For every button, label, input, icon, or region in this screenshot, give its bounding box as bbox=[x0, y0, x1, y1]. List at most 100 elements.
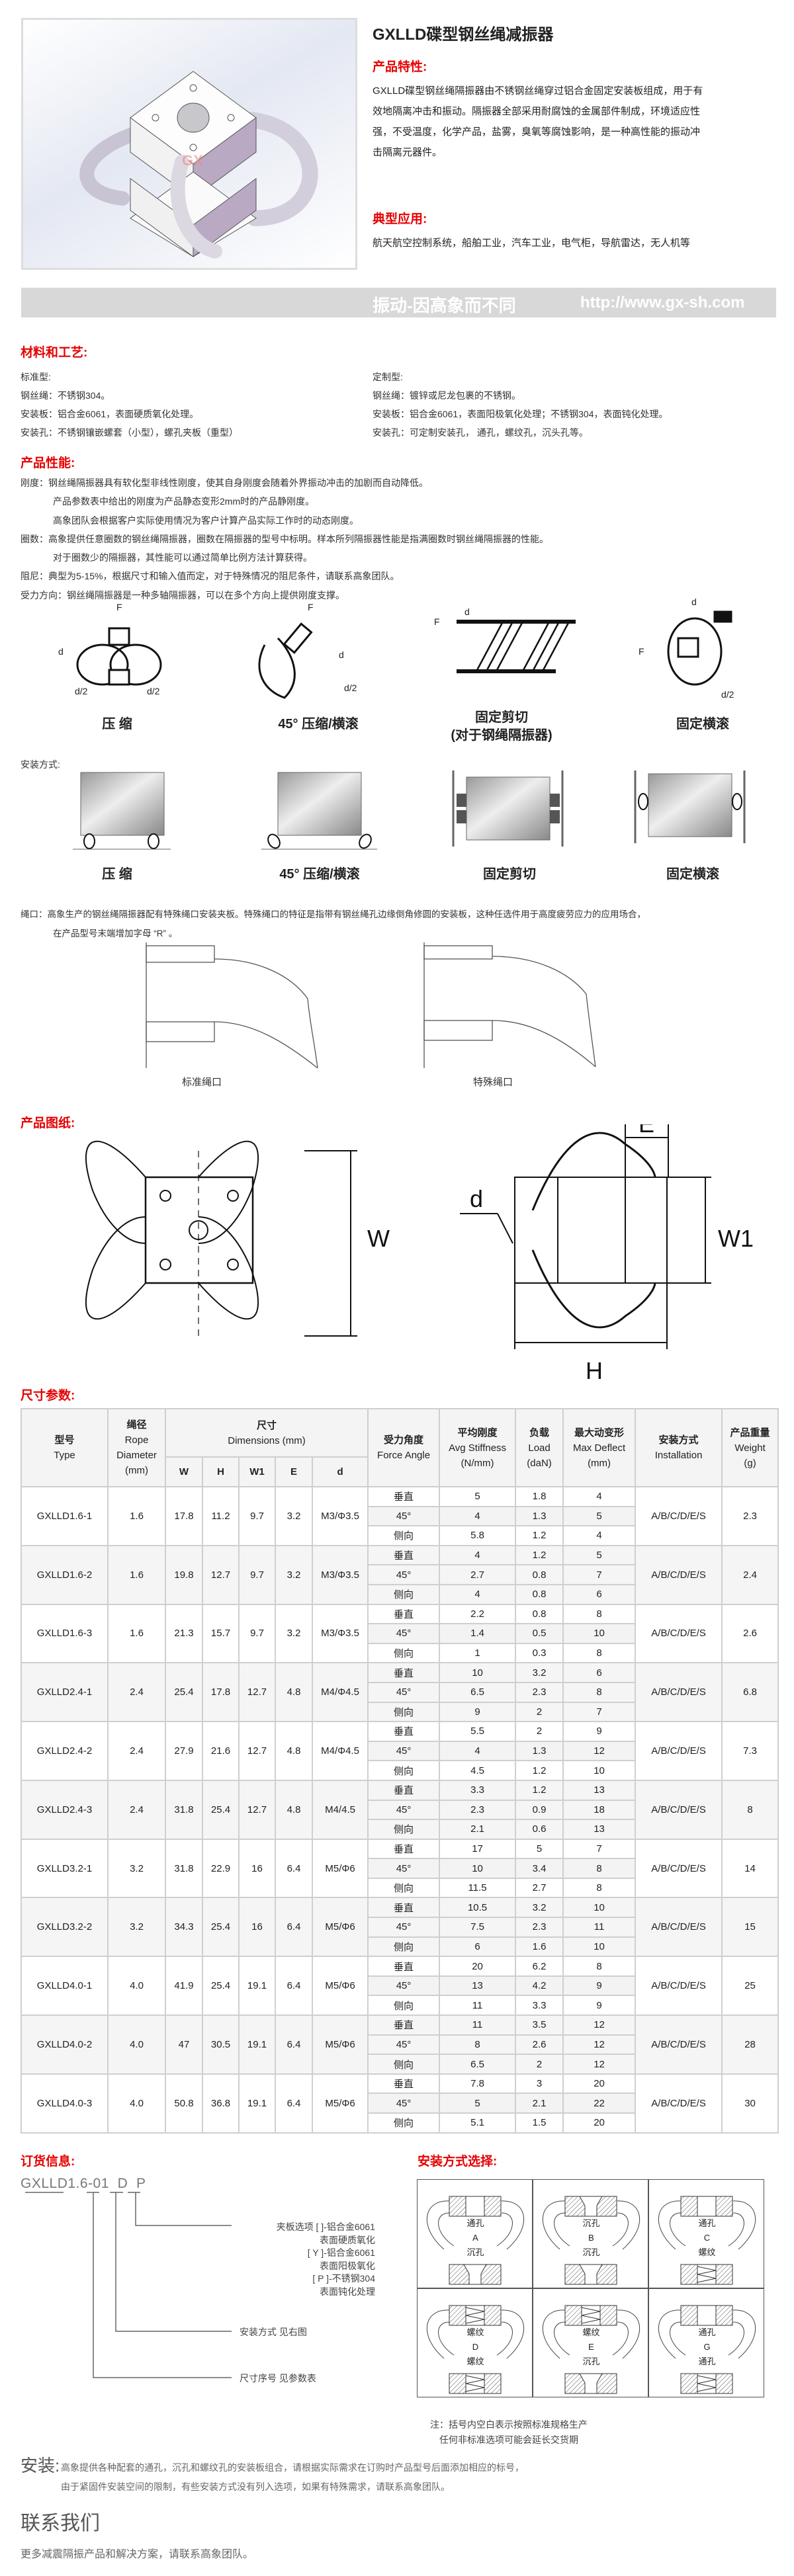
cell-angle: 45° bbox=[367, 1564, 441, 1585]
cell-weight: 28 bbox=[721, 2015, 779, 2075]
cell-load: 1.6 bbox=[515, 1936, 564, 1958]
force-label-shear-note: (对于钢绳隔振器) bbox=[451, 728, 552, 743]
install-option-b: 沉孔 B 沉孔 bbox=[533, 2179, 648, 2288]
cell-deflect: 8 bbox=[562, 1681, 637, 1703]
banner-slogan: 振动-因高象而不同 bbox=[373, 296, 516, 315]
cell-dim-w1: 9.7 bbox=[238, 1544, 276, 1605]
col-d: d bbox=[311, 1456, 369, 1487]
cell-dim-e: 3.2 bbox=[275, 1486, 313, 1546]
force-label-shear: 固定剪切 bbox=[475, 710, 528, 725]
cell-model: GXLLD4.0-1 bbox=[21, 1956, 109, 2016]
cell-install: A/B/C/D/E/S bbox=[635, 2015, 723, 2075]
cell-model: GXLLD1.6-3 bbox=[21, 1603, 109, 1664]
cell-model: GXLLD1.6-1 bbox=[21, 1486, 109, 1546]
install-option-diagram bbox=[426, 2305, 525, 2394]
cell-dim-w1: 12.7 bbox=[238, 1779, 276, 1840]
rope-label-special: 特殊绳口 bbox=[473, 1077, 513, 1088]
cell-load: 0.6 bbox=[515, 1819, 564, 1840]
cell-dim-e: 6.4 bbox=[275, 1838, 313, 1899]
cell-dim-e: 3.2 bbox=[275, 1603, 313, 1664]
install-code-label: 安装方式 见右图 bbox=[240, 2327, 307, 2337]
cell-dim-w: 31.8 bbox=[165, 1838, 203, 1899]
col-w1: W1 bbox=[238, 1456, 276, 1487]
materials-custom: 定制型: 钢丝绳：镀锌或尼龙包裹的不锈钢。 安装板：铝合金6061，表面阳极氧化… bbox=[373, 368, 668, 442]
cell-dim-h: 25.4 bbox=[202, 1956, 240, 2016]
cell-angle: 45° bbox=[367, 1623, 441, 1644]
cell-angle: 45° bbox=[367, 1505, 441, 1527]
cell-dim-h: 36.8 bbox=[202, 2073, 240, 2134]
cell-angle: 垂直 bbox=[367, 1544, 441, 1566]
features-line: 效地隔离冲击和振动。隔振器全部采用耐腐蚀的金属部件制成，环境适应性 bbox=[373, 106, 701, 117]
cell-rope: 4.0 bbox=[107, 2073, 166, 2134]
cell-rope: 1.6 bbox=[107, 1486, 166, 1546]
cell-load: 2.1 bbox=[515, 2093, 564, 2114]
install-text: 高象提供各种配套的通孔，沉孔和螺纹孔的安装板组合，请根据实际需求在订购时产品型号… bbox=[61, 2458, 524, 2497]
mounting-diagrams bbox=[73, 770, 746, 850]
cell-dim-e: 6.4 bbox=[275, 1956, 313, 2016]
cell-stiffness: 10 bbox=[439, 1858, 517, 1879]
cell-angle: 垂直 bbox=[367, 1721, 441, 1742]
cell-dim-w1: 12.7 bbox=[238, 1662, 276, 1723]
cell-stiffness: 6 bbox=[439, 1936, 517, 1958]
cell-dim-w: 27.9 bbox=[165, 1721, 203, 1781]
cell-load: 1.2 bbox=[515, 1779, 564, 1801]
install-option-top: 通孔 bbox=[466, 2218, 484, 2228]
cell-angle: 侧向 bbox=[367, 1936, 441, 1958]
cell-load: 1.2 bbox=[515, 1525, 564, 1546]
cell-angle: 垂直 bbox=[367, 2015, 441, 2036]
install-option-bottom: 沉孔 bbox=[582, 2356, 600, 2366]
install-option-bottom: 螺纹 bbox=[466, 2356, 484, 2366]
cell-dim-e: 4.8 bbox=[275, 1662, 313, 1723]
cell-install: A/B/C/D/E/S bbox=[635, 1486, 723, 1546]
cell-load: 2.3 bbox=[515, 1917, 564, 1938]
install-line: 高象提供各种配套的通孔，沉孔和螺纹孔的安装板组合，请根据实际需求在订购时产品型号… bbox=[61, 2462, 524, 2473]
cell-weight: 7.3 bbox=[721, 1721, 779, 1781]
cell-stiffness: 1 bbox=[439, 1642, 517, 1664]
dim-label-w1: W1 bbox=[718, 1225, 754, 1252]
cell-dim-w1: 19.1 bbox=[238, 2073, 276, 2134]
cell-load: 0.5 bbox=[515, 1623, 564, 1644]
cell-rope: 3.2 bbox=[107, 1838, 166, 1899]
force-label-45: 45° 压缩/横滚 bbox=[278, 717, 359, 731]
force-label-f: F bbox=[116, 602, 122, 612]
features-line: 击隔离元器件。 bbox=[373, 147, 443, 158]
cell-deflect: 18 bbox=[562, 1799, 637, 1821]
cell-install: A/B/C/D/E/S bbox=[635, 1662, 723, 1723]
install-option-g: 通孔 G 通孔 bbox=[648, 2288, 764, 2397]
cell-deflect: 8 bbox=[562, 1956, 637, 1977]
force-label-f: F bbox=[434, 616, 440, 627]
cell-stiffness: 5 bbox=[439, 2093, 517, 2114]
dim-label-e: E bbox=[639, 1124, 654, 1138]
cell-install: A/B/C/D/E/S bbox=[635, 1544, 723, 1605]
cell-dim-h: 15.7 bbox=[202, 1603, 240, 1664]
cell-stiffness: 1.4 bbox=[439, 1623, 517, 1644]
cell-dim-w1: 9.7 bbox=[238, 1486, 276, 1546]
cell-rope: 1.6 bbox=[107, 1544, 166, 1605]
plate-option-line: 表面阳极氧化 bbox=[320, 2260, 375, 2271]
install-option-diagram bbox=[658, 2305, 756, 2394]
cell-dim-d: M5/Φ6 bbox=[311, 1838, 369, 1899]
cell-dim-w1: 19.1 bbox=[238, 1956, 276, 2016]
cell-stiffness: 20 bbox=[439, 1956, 517, 1977]
install-label: 安装: bbox=[21, 2456, 60, 2475]
cell-dim-w: 19.8 bbox=[165, 1544, 203, 1605]
contact-text: 更多减震隔振产品和解决方案，请联系高象团队。 bbox=[21, 2549, 254, 2560]
cell-angle: 垂直 bbox=[367, 2073, 441, 2095]
install-option-top: 沉孔 bbox=[582, 2218, 600, 2228]
cell-install: A/B/C/D/E/S bbox=[635, 1603, 723, 1664]
dim-label-d2: d/2 bbox=[147, 686, 160, 696]
install-option-grid: 通孔 A 沉孔 沉孔 B 沉孔 通孔 C 螺纹 螺纹 D 螺纹 bbox=[417, 2179, 765, 2397]
cell-stiffness: 2.7 bbox=[439, 1564, 517, 1585]
cell-deflect: 7 bbox=[562, 1701, 637, 1723]
banner-url[interactable]: http://www.gx-sh.com bbox=[580, 294, 745, 312]
cell-dim-e: 3.2 bbox=[275, 1544, 313, 1605]
cell-dim-d: M5/Φ6 bbox=[311, 2015, 369, 2075]
rope-mouth-diagrams bbox=[146, 942, 596, 1068]
cell-dim-w1: 16 bbox=[238, 1838, 276, 1899]
